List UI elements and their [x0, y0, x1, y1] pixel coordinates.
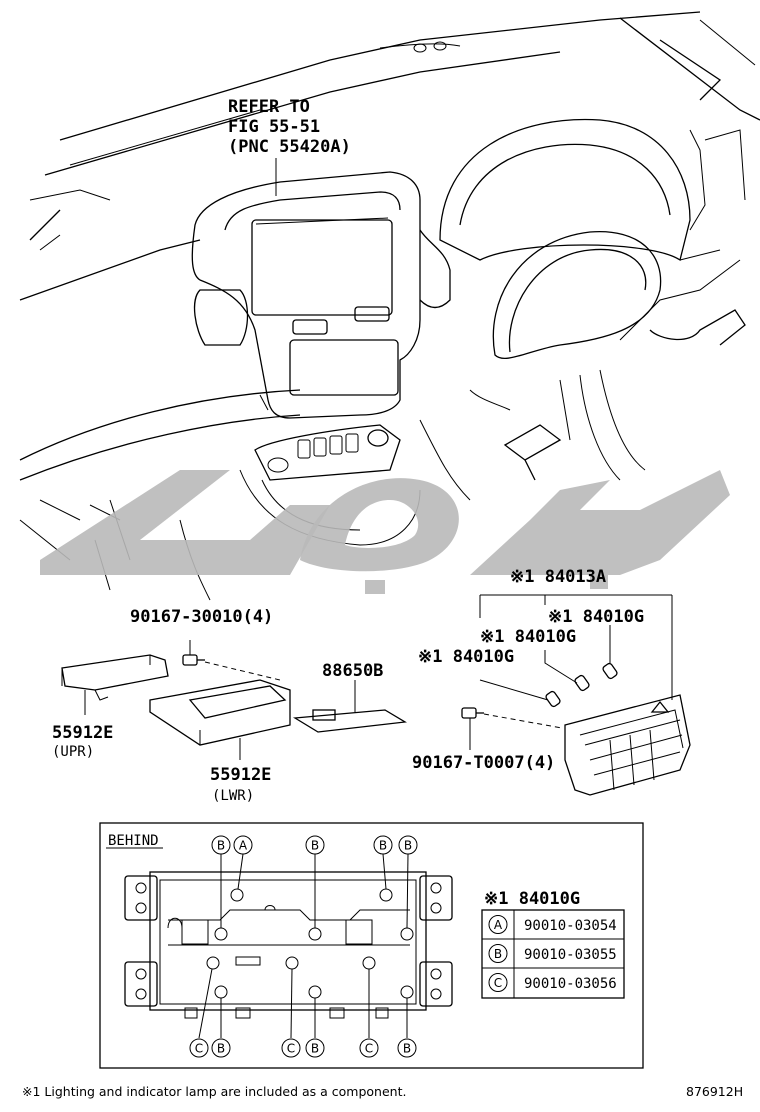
part-sublabel-lwr: (LWR) [212, 788, 254, 804]
table-key-a: A [494, 918, 503, 932]
part-sublabel-upr: (UPR) [52, 744, 94, 760]
callout-b-3: B [379, 839, 387, 853]
part-label-55912E-lwr: 55912E [210, 765, 271, 785]
refer-note-line1: REFER TO [228, 97, 310, 117]
part-label-84010G-a: ※1 84010G [548, 607, 644, 627]
behind-detail-panel: BEHIND [99, 822, 644, 1069]
dashboard-illustration [19, 11, 760, 601]
part-label-90167-30010: 90167-30010(4) [130, 607, 273, 627]
part-label-84013A: ※1 84013A [510, 567, 606, 587]
callout-b-1: B [217, 839, 225, 853]
callout-c-2: C [287, 1042, 295, 1056]
table-value-b: 90010-03055 [524, 947, 617, 963]
behind-title: BEHIND [108, 833, 159, 849]
callout-b-7: B [403, 1042, 411, 1056]
part-label-90167-T0007: 90167-T0007(4) [412, 753, 555, 773]
callout-c-1: C [195, 1042, 203, 1056]
figure-id: 876912H [686, 1084, 743, 1099]
table-key-c: C [494, 976, 502, 990]
callout-b-6: B [311, 1042, 319, 1056]
refer-note-line2: FIG 55-51 [228, 117, 320, 137]
watermark-logo [40, 470, 730, 594]
exploded-parts [61, 594, 691, 796]
callout-c-3: C [365, 1042, 373, 1056]
footnote: ※1 Lighting and indicator lamp are inclu… [22, 1084, 406, 1099]
callout-b-5: B [217, 1042, 225, 1056]
table-value-a: 90010-03054 [524, 918, 617, 934]
part-label-55912E-upr: 55912E [52, 723, 113, 743]
table-value-c: 90010-03056 [524, 976, 617, 992]
callout-a-1: A [239, 839, 248, 853]
bulb-table-title: ※1 84010G [484, 889, 580, 909]
callout-b-4: B [404, 839, 412, 853]
refer-note-line3: (PNC 55420A) [228, 137, 351, 157]
part-label-84010G-c: ※1 84010G [418, 647, 514, 667]
callout-b-2: B [311, 839, 319, 853]
part-label-88650B: 88650B [322, 661, 383, 681]
table-key-b: B [494, 947, 502, 961]
part-label-84010G-b: ※1 84010G [480, 627, 576, 647]
